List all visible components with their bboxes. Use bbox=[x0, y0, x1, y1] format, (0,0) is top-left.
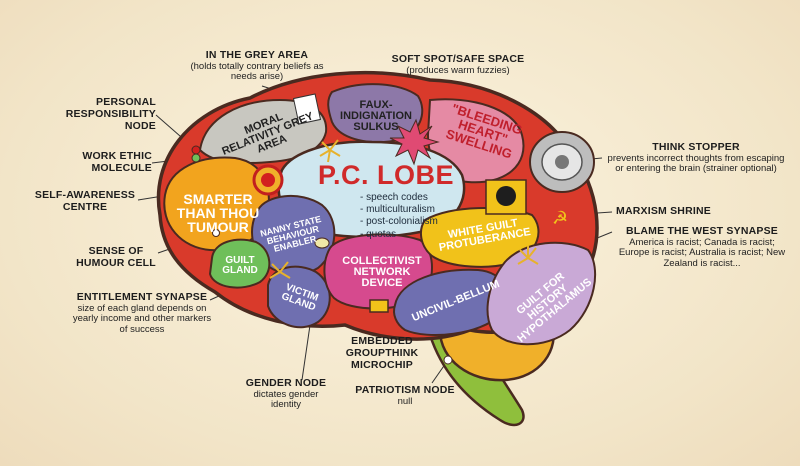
label-groupthink: EMBEDDED GROUPTHINK MICROCHIP bbox=[340, 335, 424, 371]
soft-spot-icon bbox=[389, 118, 440, 166]
label-patriotism-sub: null bbox=[397, 395, 413, 407]
microchip-icon bbox=[369, 299, 389, 313]
region-faux-indignation-label: FAUX-INDIGNATION SULKUS bbox=[340, 99, 412, 133]
responsibility-node-icon bbox=[191, 145, 201, 155]
label-personal-responsibility: PERSONAL RESPONSIBILITY NODE bbox=[56, 96, 156, 132]
label-gender-title: GENDER NODE bbox=[245, 377, 327, 389]
label-grey-area-title: IN THE GREY AREA bbox=[205, 49, 309, 61]
pc-lobe-item: post-colonialism bbox=[360, 216, 438, 228]
grey-area-note-icon bbox=[292, 93, 322, 125]
label-think-stopper-title: THINK STOPPER bbox=[652, 141, 740, 153]
stopper-knob-icon bbox=[555, 155, 569, 169]
label-entitlement-sub: size of each gland depends on yearly inc… bbox=[72, 302, 212, 335]
label-marxism-title: MARXISM SHRINE bbox=[616, 205, 711, 217]
gender-node-icon bbox=[314, 237, 330, 249]
label-soft-spot-title: SOFT SPOT/SAFE SPACE bbox=[391, 53, 525, 65]
label-self-awareness-title: SELF-AWARENESS CENTRE bbox=[34, 189, 136, 213]
label-gender-sub: dictates gender identity bbox=[253, 388, 319, 411]
label-blame-west-sub: America is racist; Canada is racist; Eur… bbox=[618, 236, 786, 269]
hammer-sickle-icon: ☭ bbox=[552, 208, 568, 229]
label-blame-west-title: BLAME THE WEST SYNAPSE bbox=[626, 225, 778, 237]
label-patriotism-title: PATRIOTISM NODE bbox=[355, 384, 455, 396]
pc-lobe-item: quotas bbox=[360, 229, 438, 241]
region-victim-gland bbox=[267, 265, 331, 329]
pc-lobe-item: speech codes bbox=[360, 192, 438, 204]
region-guilt-gland-label: GUILT GLAND bbox=[222, 255, 258, 276]
self-awareness-core-icon bbox=[261, 173, 275, 187]
label-humour-title: SENSE OF HUMOUR CELL bbox=[76, 245, 156, 269]
label-soft-spot-sub: (produces warm fuzzies) bbox=[406, 64, 510, 76]
label-entitlement: ENTITLEMENT SYNAPSE size of each gland d… bbox=[72, 291, 212, 336]
region-smarter-than-thou-label: SMARTER THAN THOU TUMOUR bbox=[176, 191, 260, 235]
portrait-head-icon bbox=[496, 186, 516, 206]
label-grey-area-sub: (holds totally contrary beliefs as needs… bbox=[190, 60, 324, 83]
region-collectivist-label: COLLECTIVIST NETWORK DEVICE bbox=[342, 255, 422, 289]
label-gender: GENDER NODE dictates gender identity bbox=[238, 377, 334, 411]
label-marxism: MARXISM SHRINE bbox=[616, 205, 746, 218]
label-entitlement-title: ENTITLEMENT SYNAPSE bbox=[76, 291, 208, 303]
label-self-awareness: SELF-AWARENESS CENTRE bbox=[30, 189, 140, 214]
humour-cell-icon bbox=[212, 229, 220, 237]
synapse-bursts bbox=[269, 139, 539, 279]
pc-lobe-list: speech codes multiculturalism post-colon… bbox=[360, 192, 438, 241]
label-groupthink-title: EMBEDDED GROUPTHINK MICROCHIP bbox=[345, 335, 419, 371]
patriotism-node-icon bbox=[443, 355, 453, 365]
work-ethic-molecule-icon bbox=[191, 153, 201, 163]
label-patriotism: PATRIOTISM NODE null bbox=[350, 384, 460, 407]
label-humour: SENSE OF HUMOUR CELL bbox=[72, 245, 160, 270]
label-think-stopper: THINK STOPPER prevents incorrect thought… bbox=[606, 141, 786, 175]
region-guilt-gland bbox=[208, 238, 271, 289]
label-think-stopper-sub: prevents incorrect thoughts from escapin… bbox=[607, 152, 785, 175]
label-grey-area: IN THE GREY AREA (holds totally contrary… bbox=[184, 49, 330, 83]
label-soft-spot: SOFT SPOT/SAFE SPACE (produces warm fuzz… bbox=[384, 53, 532, 76]
label-work-ethic-title: WORK ETHIC MOLECULE bbox=[82, 150, 152, 174]
label-blame-west: BLAME THE WEST SYNAPSE America is racist… bbox=[614, 225, 790, 270]
label-personal-responsibility-title: PERSONAL RESPONSIBILITY NODE bbox=[65, 96, 156, 132]
pc-lobe-title: P.C. LOBE bbox=[318, 160, 455, 190]
region-guilt-for-history bbox=[486, 241, 597, 346]
label-work-ethic: WORK ETHIC MOLECULE bbox=[60, 150, 152, 175]
pc-lobe-item: multiculturalism bbox=[360, 204, 438, 216]
